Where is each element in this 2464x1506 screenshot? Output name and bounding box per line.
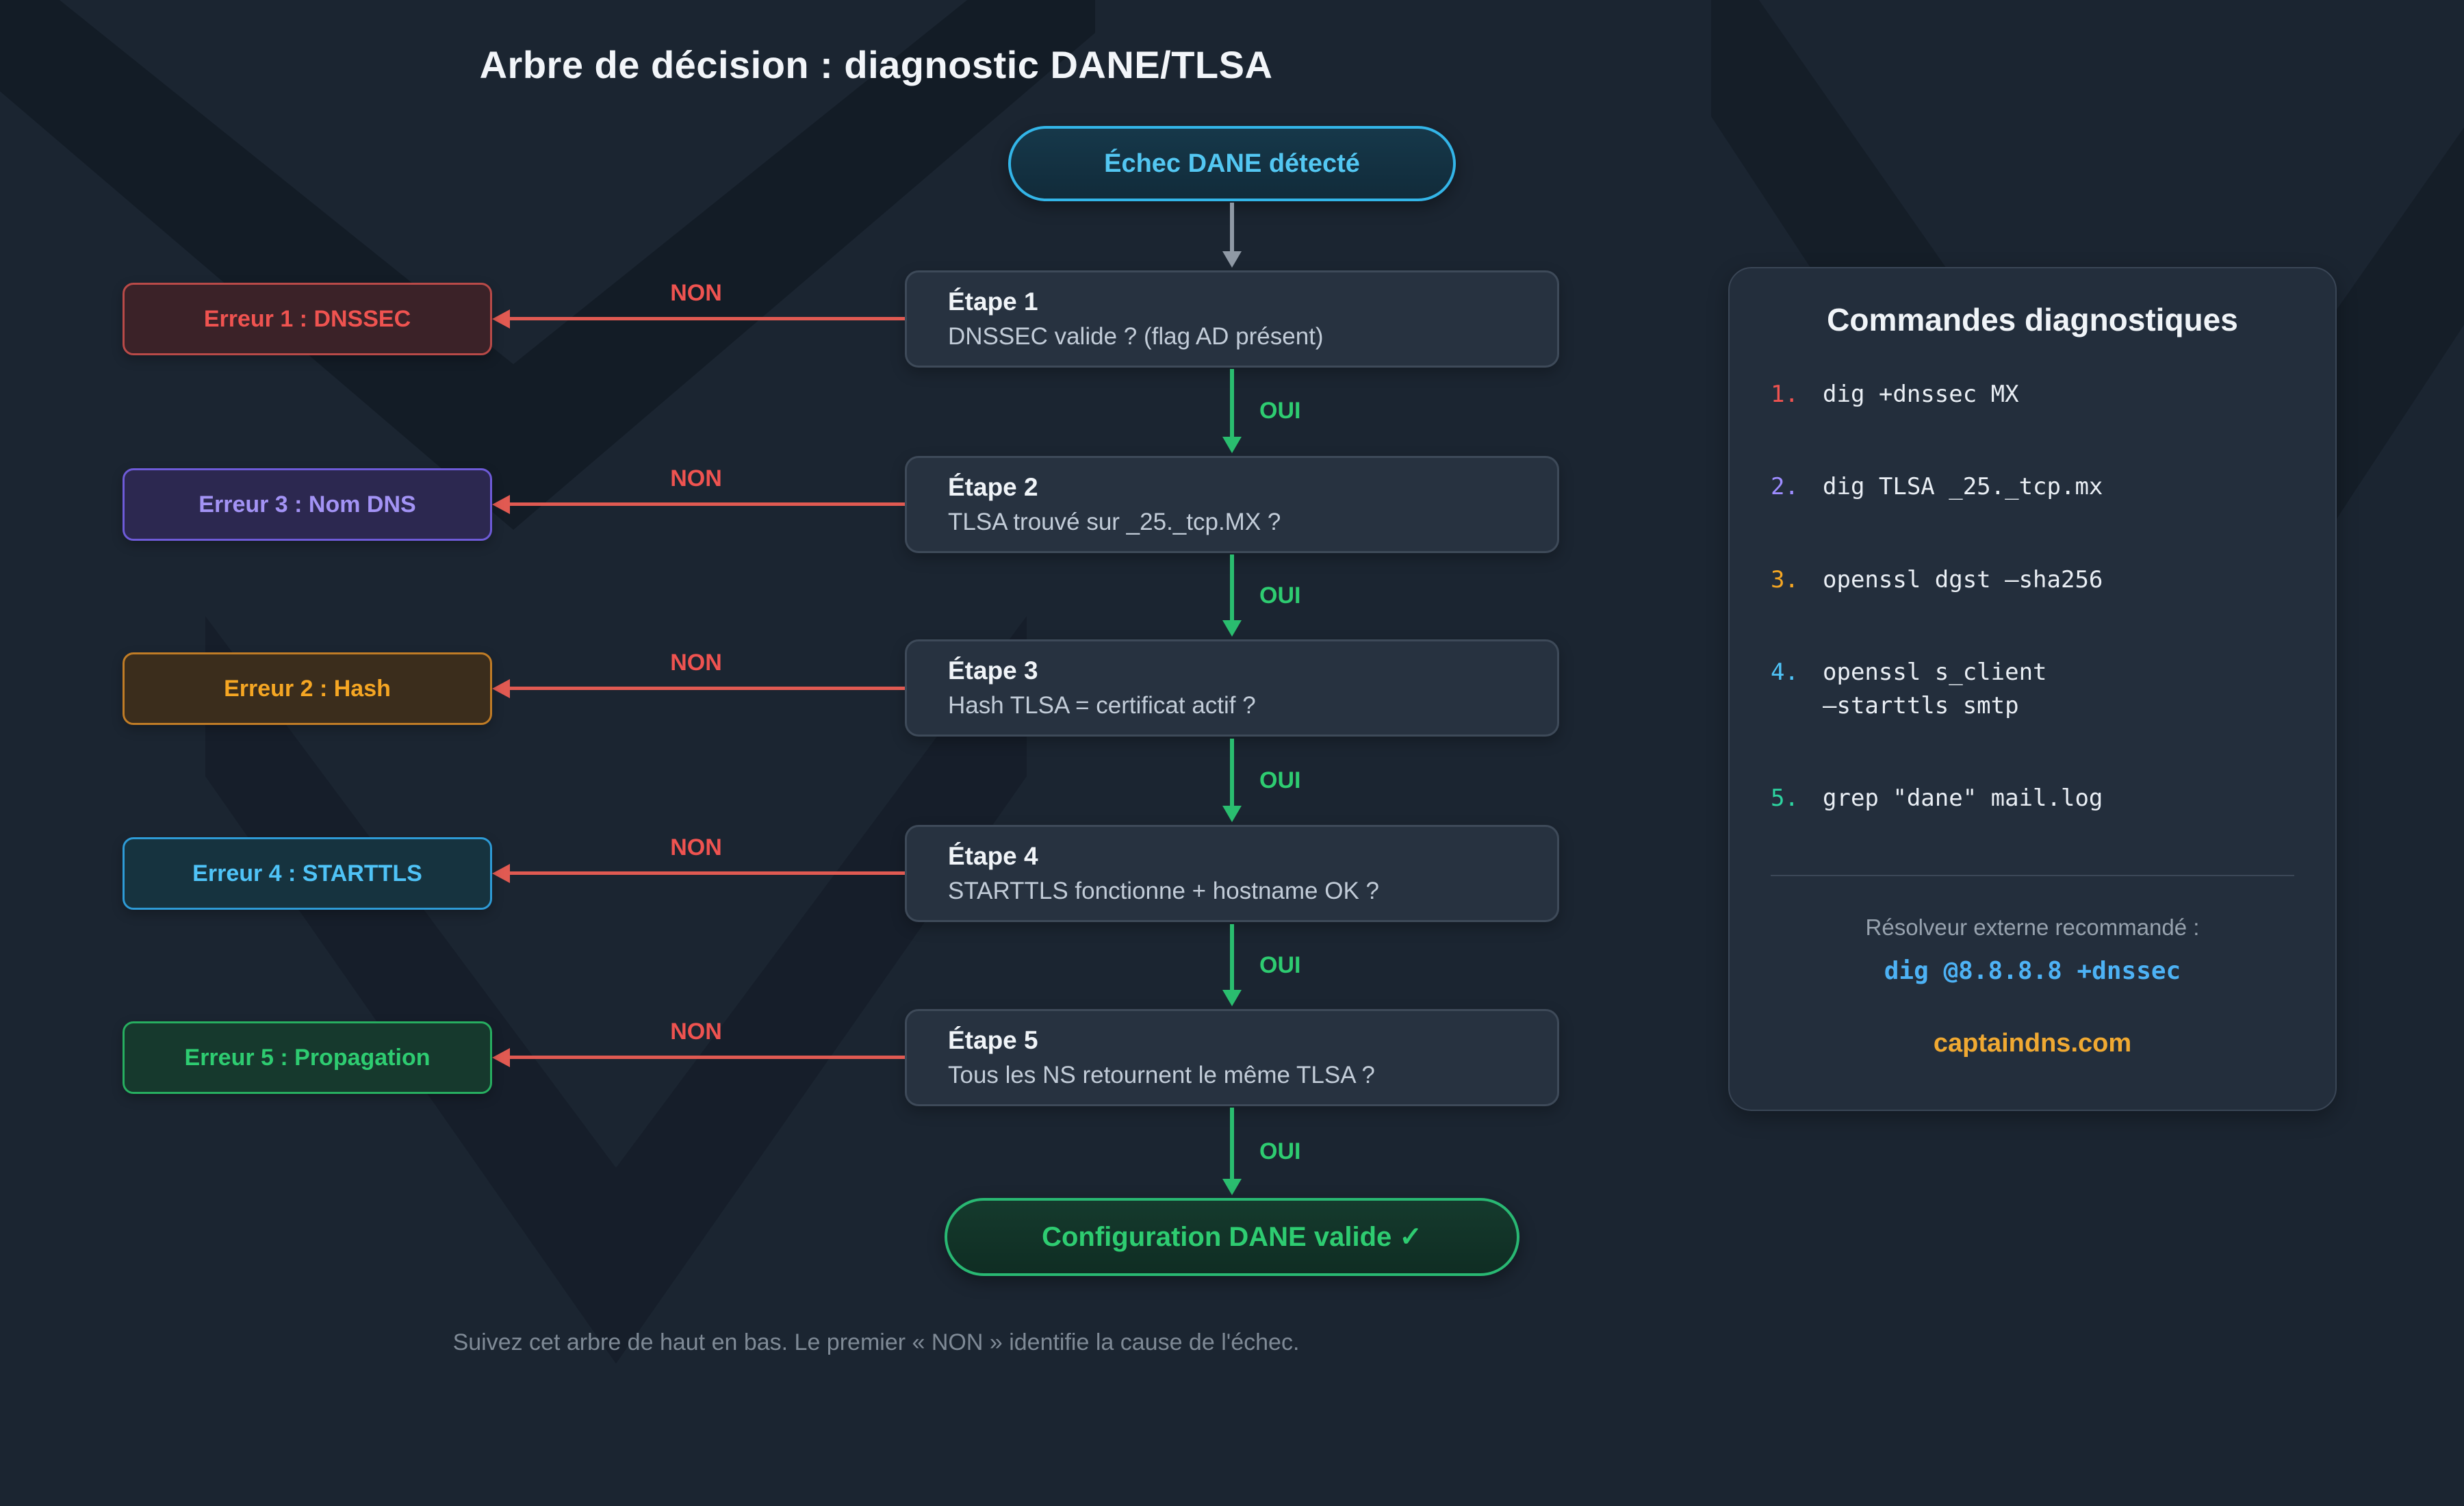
command-number: 4.	[1771, 658, 1799, 686]
footer-note: Suivez cet arbre de haut en bas. Le prem…	[452, 1329, 1300, 1355]
oui-label-5: OUI	[1259, 1138, 1301, 1164]
step-3-title: Étape 3	[948, 656, 1038, 685]
error-label: Erreur 1 : DNSSEC	[203, 305, 411, 332]
step-node-2: Étape 2 TLSA trouvé sur _25._tcp.MX ?	[905, 456, 1559, 553]
step-2-question: TLSA trouvé sur _25._tcp.MX ?	[948, 509, 1281, 535]
command-number: 5.	[1771, 784, 1799, 813]
oui-label-3: OUI	[1259, 767, 1301, 793]
site-link[interactable]: captaindns.com	[1933, 1028, 2132, 1058]
command-number: 2.	[1771, 473, 1799, 501]
step-node-1: Étape 1 DNSSEC valide ? (flag AD présent…	[905, 270, 1559, 368]
panel-title: Commandes diagnostiques	[1827, 302, 2238, 337]
oui-label-4: OUI	[1259, 952, 1301, 978]
non-label-1: NON	[670, 280, 722, 306]
step-node-3: Étape 3 Hash TLSA = certificat actif ?	[905, 639, 1559, 737]
command-number: 3.	[1771, 565, 1799, 594]
start-node: Échec DANE détecté	[1008, 126, 1456, 201]
start-node-label: Échec DANE détecté	[1104, 149, 1360, 178]
oui-label-1: OUI	[1259, 398, 1301, 424]
command-row-1: 1. dig +dnssec MX	[1771, 378, 2294, 411]
error-node-nom-dns: Erreur 3 : Nom DNS	[123, 468, 492, 541]
resolver-label: Résolveur externe recommandé :	[1865, 914, 2200, 940]
error-node-propagation: Erreur 5 : Propagation	[123, 1021, 492, 1094]
oui-label-2: OUI	[1259, 583, 1301, 609]
step-4-title: Étape 4	[948, 842, 1038, 870]
step-2-title: Étape 2	[948, 473, 1038, 501]
panel-divider	[1771, 874, 2294, 876]
command-text: dig +dnssec MX	[1823, 381, 2019, 408]
resolver-command: dig @8.8.8.8 +dnssec	[1884, 956, 2181, 985]
command-row-3: 3. openssl dgst —sha256	[1771, 563, 2294, 597]
page-title: Arbre de décision : diagnostic DANE/TLSA	[479, 43, 1273, 86]
success-node-label: Configuration DANE valide ✓	[1042, 1222, 1422, 1252]
step-5-question: Tous les NS retournent le même TLSA ?	[948, 1062, 1375, 1088]
step-4-question: STARTTLS fonctionne + hostname OK ?	[948, 878, 1379, 904]
error-node-dnssec: Erreur 1 : DNSSEC	[123, 283, 492, 355]
error-node-hash: Erreur 2 : Hash	[123, 652, 492, 725]
non-label-5: NON	[670, 1019, 722, 1045]
error-label: Erreur 2 : Hash	[224, 675, 391, 702]
command-row-4: 4. openssl s_client —starttls smtp	[1771, 656, 2294, 724]
step-node-5: Étape 5 Tous les NS retournent le même T…	[905, 1009, 1559, 1106]
non-label-2: NON	[670, 465, 722, 492]
command-row-5: 5. grep "dane" mail.log	[1771, 782, 2294, 815]
non-label-3: NON	[670, 650, 722, 676]
step-3-question: Hash TLSA = certificat actif ?	[948, 692, 1256, 719]
command-text: grep "dane" mail.log	[1823, 784, 2103, 813]
command-row-2: 2. dig TLSA _25._tcp.mx	[1771, 470, 2294, 504]
step-node-4: Étape 4 STARTTLS fonctionne + hostname O…	[905, 825, 1559, 922]
step-5-title: Étape 5	[948, 1026, 1038, 1054]
step-1-title: Étape 1	[948, 288, 1038, 316]
success-node: Configuration DANE valide ✓	[945, 1198, 1519, 1276]
command-text: dig TLSA _25._tcp.mx	[1823, 473, 2103, 501]
step-1-question: DNSSEC valide ? (flag AD présent)	[948, 323, 1324, 350]
diagnostics-panel: Commandes diagnostiques 1. dig +dnssec M…	[1728, 267, 2337, 1111]
error-label: Erreur 3 : Nom DNS	[198, 491, 416, 518]
non-label-4: NON	[670, 834, 722, 860]
command-text: openssl s_client —starttls smtp	[1823, 658, 2047, 720]
error-label: Erreur 4 : STARTTLS	[192, 860, 422, 886]
command-number: 1.	[1771, 381, 1799, 408]
error-node-starttls: Erreur 4 : STARTTLS	[123, 837, 492, 910]
command-text: openssl dgst —sha256	[1823, 565, 2103, 594]
error-label: Erreur 5 : Propagation	[184, 1044, 431, 1071]
